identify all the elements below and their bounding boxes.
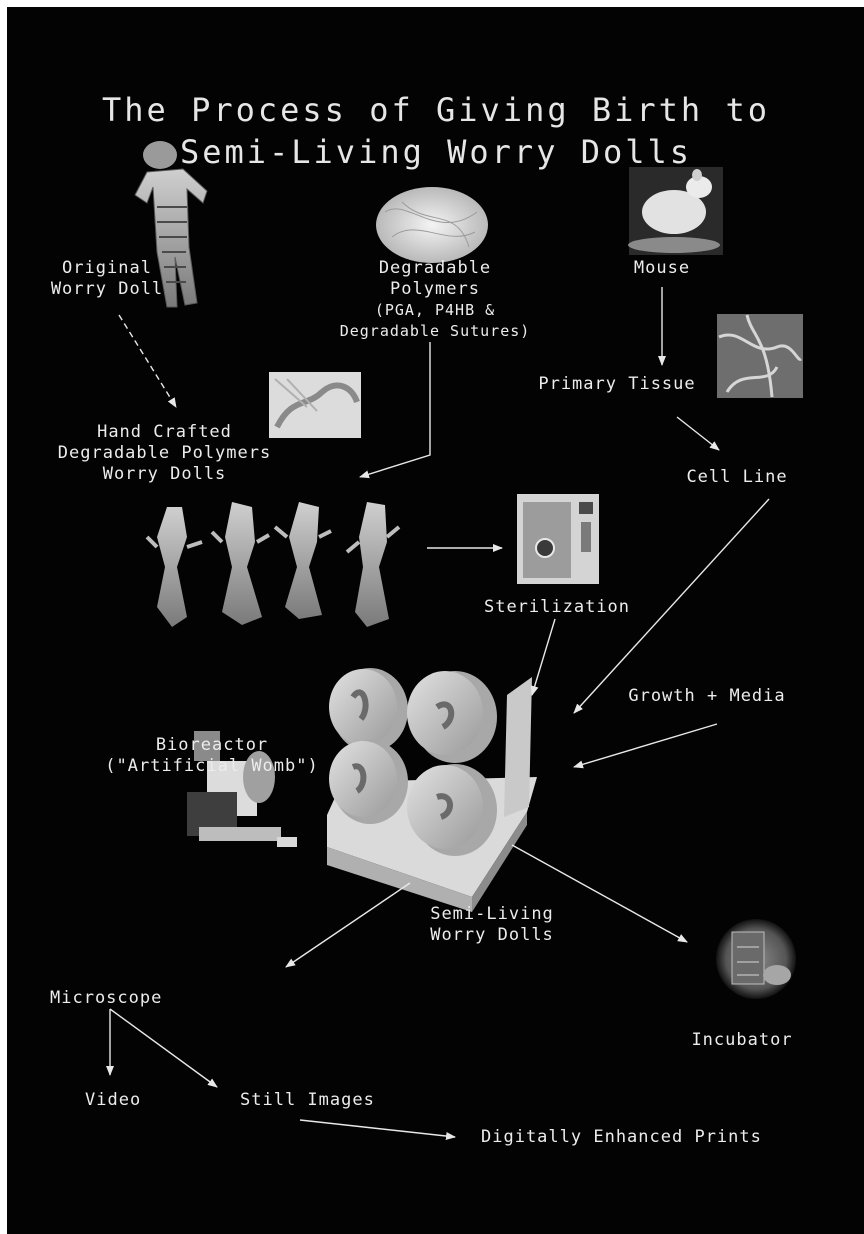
label-primary-tissue: Primary Tissue xyxy=(522,374,712,395)
title-line-1: The Process of Giving Birth to xyxy=(7,89,864,131)
poster-title: The Process of Giving Birth to Semi-Livi… xyxy=(7,89,864,173)
mouse-photo xyxy=(628,167,723,255)
label-bioreactor: Bioreactor ("Artificial Womb") xyxy=(102,735,322,777)
tissue-micrograph xyxy=(717,314,803,398)
polymer-mesh-photo xyxy=(376,187,488,263)
label-growth-media: Growth + Media xyxy=(607,686,807,707)
label-incubator: Incubator xyxy=(677,1030,807,1051)
label-sterilization: Sterilization xyxy=(467,597,647,618)
label-hand-crafted: Hand Crafted Degradable Polymers Worry D… xyxy=(37,422,292,485)
incubator-photo xyxy=(716,919,796,999)
label-digitally-enhanced-prints: Digitally Enhanced Prints xyxy=(481,1127,762,1148)
label-degradable-polymers: Degradable Polymers (PGA, P4HB & Degrada… xyxy=(325,258,545,342)
label-cell-line: Cell Line xyxy=(667,467,807,488)
poster: The Process of Giving Birth to Semi-Livi… xyxy=(7,7,864,1234)
bioreactor-render xyxy=(327,668,537,912)
label-semi-living: Semi-Living Worry Dolls xyxy=(412,904,572,946)
arrow-bioreactor-to-microscope xyxy=(286,883,410,967)
sterilizer-photo xyxy=(517,494,599,584)
label-still-images: Still Images xyxy=(240,1090,375,1111)
arrow-microscope-to-stillimages xyxy=(110,1009,217,1087)
arrow-tissue-to-cellline xyxy=(677,417,719,450)
label-original-doll: Original Worry Doll xyxy=(32,258,182,300)
label-mouse: Mouse xyxy=(617,258,707,279)
arrow-sterilization-to-bioreactor xyxy=(532,619,555,695)
arrow-stillimages-to-prints xyxy=(300,1120,455,1137)
four-dolls-photo xyxy=(147,502,399,627)
arrow-doll-to-handcrafted xyxy=(119,315,176,407)
arrow-growth-to-bioreactor xyxy=(574,724,717,767)
title-line-2: Semi-Living Worry Dolls xyxy=(7,131,864,173)
arrow-polymers-to-handcrafted xyxy=(360,342,430,477)
label-microscope: Microscope xyxy=(50,988,162,1009)
label-video: Video xyxy=(85,1090,141,1111)
